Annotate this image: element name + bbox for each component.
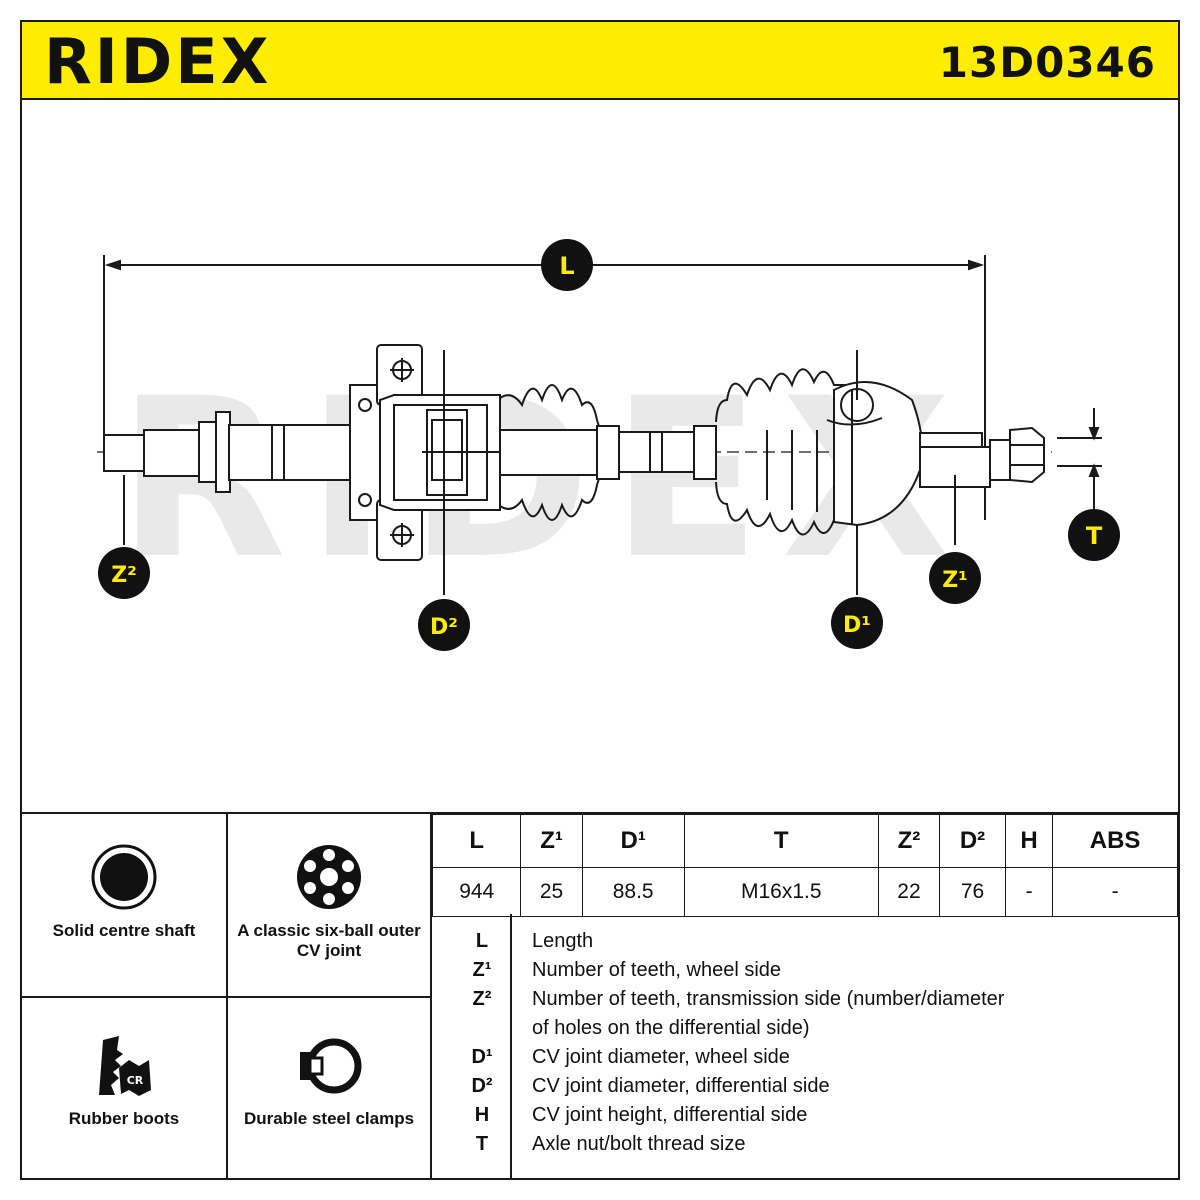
solid-shaft-icon <box>91 844 157 910</box>
label-D2-disc <box>418 599 470 651</box>
legend-key: L <box>475 930 489 952</box>
spec-value: 944 <box>431 867 522 917</box>
spec-table: L Z¹ D¹ T Z² D² H ABS 944 25 88.5 M16x1.… <box>431 814 1178 917</box>
legend-divider <box>510 914 512 1178</box>
spec-value: 76 <box>939 867 1006 917</box>
legend-row: D¹ CV joint diameter, wheel side <box>432 1043 1178 1072</box>
spec-value: 25 <box>520 867 583 917</box>
cr-badge: CR <box>127 1074 144 1087</box>
legend-desc: Axle nut/bolt thread size <box>532 1133 746 1155</box>
part-number: 13D0346 <box>938 38 1156 87</box>
spec-value-row: 944 25 88.5 M16x1.5 22 76 - - <box>431 867 1178 917</box>
legend-key: T <box>475 1133 489 1155</box>
brand-logo: RIDEX <box>44 25 272 98</box>
label-D1-disc <box>831 597 883 649</box>
feature-rubber-boots: CR Rubber boots <box>22 1030 226 1129</box>
legend: L Length Z¹ Number of teeth, wheel side … <box>432 914 1178 1178</box>
spec-header: T <box>683 814 879 868</box>
label-T: T <box>1086 522 1103 550</box>
spec-value: - <box>1004 867 1054 917</box>
legend-row: of holes on the differential side) <box>432 1014 1178 1043</box>
feature-steel-clamps: Durable steel clamps <box>230 1030 428 1129</box>
label-Z1: Z¹ <box>942 568 968 593</box>
legend-key: H <box>474 1104 490 1126</box>
legend-desc: Number of teeth, wheel side <box>532 959 782 981</box>
label-Z1-disc <box>929 552 981 604</box>
label-Z2-disc <box>98 547 150 599</box>
legend-key: Z¹ <box>472 959 492 981</box>
feature-solid-shaft: Solid centre shaft <box>22 842 226 941</box>
spec-header: D² <box>939 814 1006 868</box>
feature-label: Durable steel clamps <box>243 1109 415 1128</box>
section-divider <box>20 812 1180 814</box>
legend-key: D¹ <box>471 1046 493 1068</box>
feature-six-ball-joint: A classic six-ball outer CV joint <box>230 842 428 961</box>
spec-value: - <box>1052 867 1178 917</box>
legend-desc: of holes on the differential side) <box>532 1017 810 1039</box>
legend-desc: CV joint height, differential side <box>532 1104 808 1126</box>
legend-key: Z² <box>472 988 492 1010</box>
feature-label: A classic six-ball outer CV joint <box>237 921 421 960</box>
spec-header: D¹ <box>581 814 685 868</box>
header-bar: RIDEX 13D0346 <box>20 20 1180 100</box>
spec-value: 22 <box>877 867 941 917</box>
legend-row: L Length <box>432 927 1178 956</box>
legend-row: D² CV joint diameter, differential side <box>432 1072 1178 1101</box>
spec-value: M16x1.5 <box>683 867 879 917</box>
feature-grid-line <box>20 996 432 998</box>
label-L-disc <box>541 239 593 291</box>
steel-clamp-icon <box>300 1038 362 1094</box>
feature-label: Rubber boots <box>68 1109 180 1128</box>
legend-row: Z¹ Number of teeth, wheel side <box>432 956 1178 985</box>
drive-shaft-svg: RIDEX <box>97 239 1120 651</box>
label-L: L <box>559 252 574 280</box>
legend-key: D² <box>471 1075 493 1097</box>
spec-header: ABS <box>1052 814 1178 868</box>
label-T-disc <box>1068 509 1120 561</box>
drive-shaft-drawing: RIDEX <box>22 100 1178 812</box>
spec-header-row: L Z¹ D¹ T Z² D² H ABS <box>431 814 1178 868</box>
legend-row: Z² Number of teeth, transmission side (n… <box>432 985 1178 1014</box>
legend-desc: CV joint diameter, differential side <box>532 1075 830 1097</box>
six-ball-joint-icon <box>297 845 361 909</box>
label-D2: D² <box>430 615 458 640</box>
label-Z2: Z² <box>111 563 137 588</box>
feature-label: Solid centre shaft <box>52 921 196 940</box>
legend-desc: CV joint diameter, wheel side <box>532 1046 790 1068</box>
spec-header: L <box>431 814 522 868</box>
rubber-boot-cr-icon: CR <box>99 1036 151 1096</box>
legend-desc: Number of teeth, transmission side (numb… <box>532 988 1005 1010</box>
label-D1: D¹ <box>843 613 871 638</box>
legend-row: T Axle nut/bolt thread size <box>432 1130 1178 1159</box>
legend-row: H CV joint height, differential side <box>432 1101 1178 1130</box>
spec-header: Z² <box>877 814 941 868</box>
spec-header: Z¹ <box>520 814 583 868</box>
legend-desc: Length <box>532 930 594 952</box>
spec-value: 88.5 <box>581 867 685 917</box>
spec-header: H <box>1004 814 1054 868</box>
